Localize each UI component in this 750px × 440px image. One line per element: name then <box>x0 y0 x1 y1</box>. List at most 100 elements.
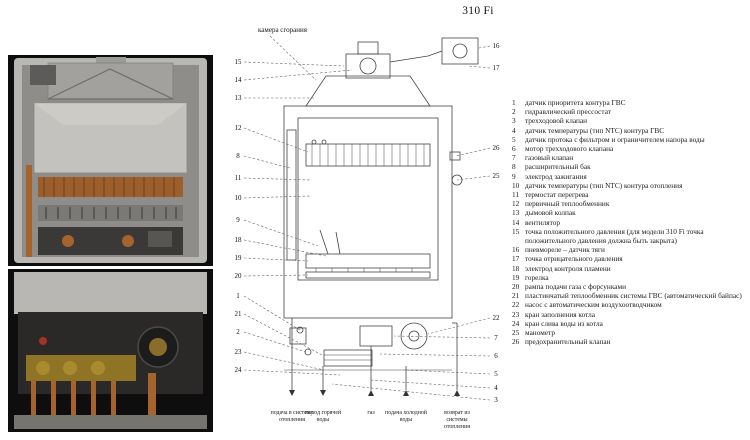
callout-line <box>243 61 345 67</box>
pipe-label: подача холодной воды <box>385 410 427 423</box>
legend-item-text: кран заполнения котла <box>525 309 596 319</box>
boiler-schematic: камера сгорания 151413128111091819201212… <box>235 26 501 404</box>
plate-heat-exchanger <box>323 349 373 367</box>
legend-item-text: первичный теплообменник <box>525 199 610 209</box>
callout-line <box>478 45 491 49</box>
legend-item-number: 8 <box>512 162 516 172</box>
callout-number: 1 <box>236 292 240 300</box>
callout-number: 23 <box>235 348 243 356</box>
hydraulic-pressostat <box>304 348 312 356</box>
legend-item-text: датчик температуры (тип NTC) контура ГВС <box>525 125 665 135</box>
fan-box <box>345 53 391 79</box>
legend-item-number: 2 <box>512 107 516 117</box>
callout-numbers: 1514131281110918192012122324161726252276… <box>235 42 501 404</box>
callout-line <box>243 295 301 331</box>
callout-number: 4 <box>494 384 498 392</box>
callout-number: 5 <box>494 370 498 378</box>
chamber-label: камера сгорания <box>258 26 308 34</box>
legend-item-number: 6 <box>512 144 516 154</box>
legend-item-text: пневмореле – датчик тяги <box>525 245 605 255</box>
burner <box>305 253 431 269</box>
callout-line <box>243 69 353 81</box>
legend-item-number: 25 <box>512 328 520 338</box>
ignition-electrode <box>319 229 329 255</box>
legend-item: 4 датчик температуры (тип NTC) контура ГВ… <box>512 126 746 135</box>
legend-item-text: датчик протока с фильтром и ограничителе… <box>525 134 705 144</box>
boiler-photo <box>8 55 213 432</box>
callout-line <box>243 177 311 181</box>
callout-line <box>243 331 307 353</box>
callout-number: 16 <box>493 42 501 50</box>
legend-item-text: предохранительный клапан <box>525 337 611 347</box>
legend-item-text: газовый клапан <box>525 153 574 163</box>
legend-item-text: горелка <box>525 272 549 282</box>
legend-item-number: 14 <box>512 217 520 227</box>
callout-line <box>243 239 327 257</box>
legend-item-text: датчик температуры (тип NTC) контура ото… <box>525 180 683 190</box>
pipe-label: газ <box>367 410 375 416</box>
legend-item-number: 3 <box>512 116 516 126</box>
callout-number: 13 <box>235 94 243 102</box>
expansion-tank <box>286 129 297 261</box>
heating-ntc-sensor <box>321 139 327 145</box>
callout-line <box>243 127 309 153</box>
page-title: 310 Fi <box>462 5 494 17</box>
callout-line <box>369 379 491 389</box>
callout-line <box>467 65 491 69</box>
manometer <box>451 174 463 186</box>
legend-item-number: 1 <box>512 98 516 107</box>
callout-number: 24 <box>235 366 243 374</box>
pipe-label: выход горячей воды <box>304 410 342 423</box>
legend-item-number: 4 <box>512 125 516 135</box>
legend-item-text: дымовой колпак <box>525 208 576 218</box>
legend-item-text: мотор трехходового клапана <box>525 144 614 154</box>
legend-item-number: 13 <box>512 208 520 218</box>
legend-item-number: 20 <box>512 282 520 292</box>
callout-line <box>379 353 491 357</box>
legend-item-text: кран слива воды из котла <box>525 318 603 328</box>
callout-line <box>243 313 325 357</box>
callout-number: 20 <box>235 272 243 280</box>
legend-item-text: манометр <box>525 328 556 338</box>
callout-number: 10 <box>235 194 243 202</box>
legend-item-text: электрод зажигания <box>525 171 587 181</box>
callout-number: 14 <box>235 76 243 84</box>
gas-ramp <box>305 271 431 279</box>
callout-number: 19 <box>235 254 243 262</box>
pipe-label: возврат из системы отопления <box>443 410 471 430</box>
legend-item: 6 мотор трехходового клапана <box>512 144 746 153</box>
gas-valve <box>359 325 393 347</box>
callout-number: 21 <box>235 310 243 318</box>
pump <box>400 322 428 350</box>
pressure-switch-box <box>441 37 479 65</box>
callout-number: 22 <box>493 314 501 322</box>
legend-item-text: трехходовой клапан <box>525 116 588 126</box>
legend-item-number: 21 <box>512 291 520 301</box>
legend-item-number: 11 <box>512 190 520 200</box>
legend-item-number: 18 <box>512 263 520 273</box>
callout-line <box>427 317 491 335</box>
callout-number: 7 <box>494 334 498 342</box>
callout-number: 6 <box>494 352 498 360</box>
callout-number: 17 <box>493 64 501 72</box>
callout-number: 15 <box>235 58 243 66</box>
callout-number: 9 <box>236 216 240 224</box>
callout-number: 26 <box>493 144 501 152</box>
